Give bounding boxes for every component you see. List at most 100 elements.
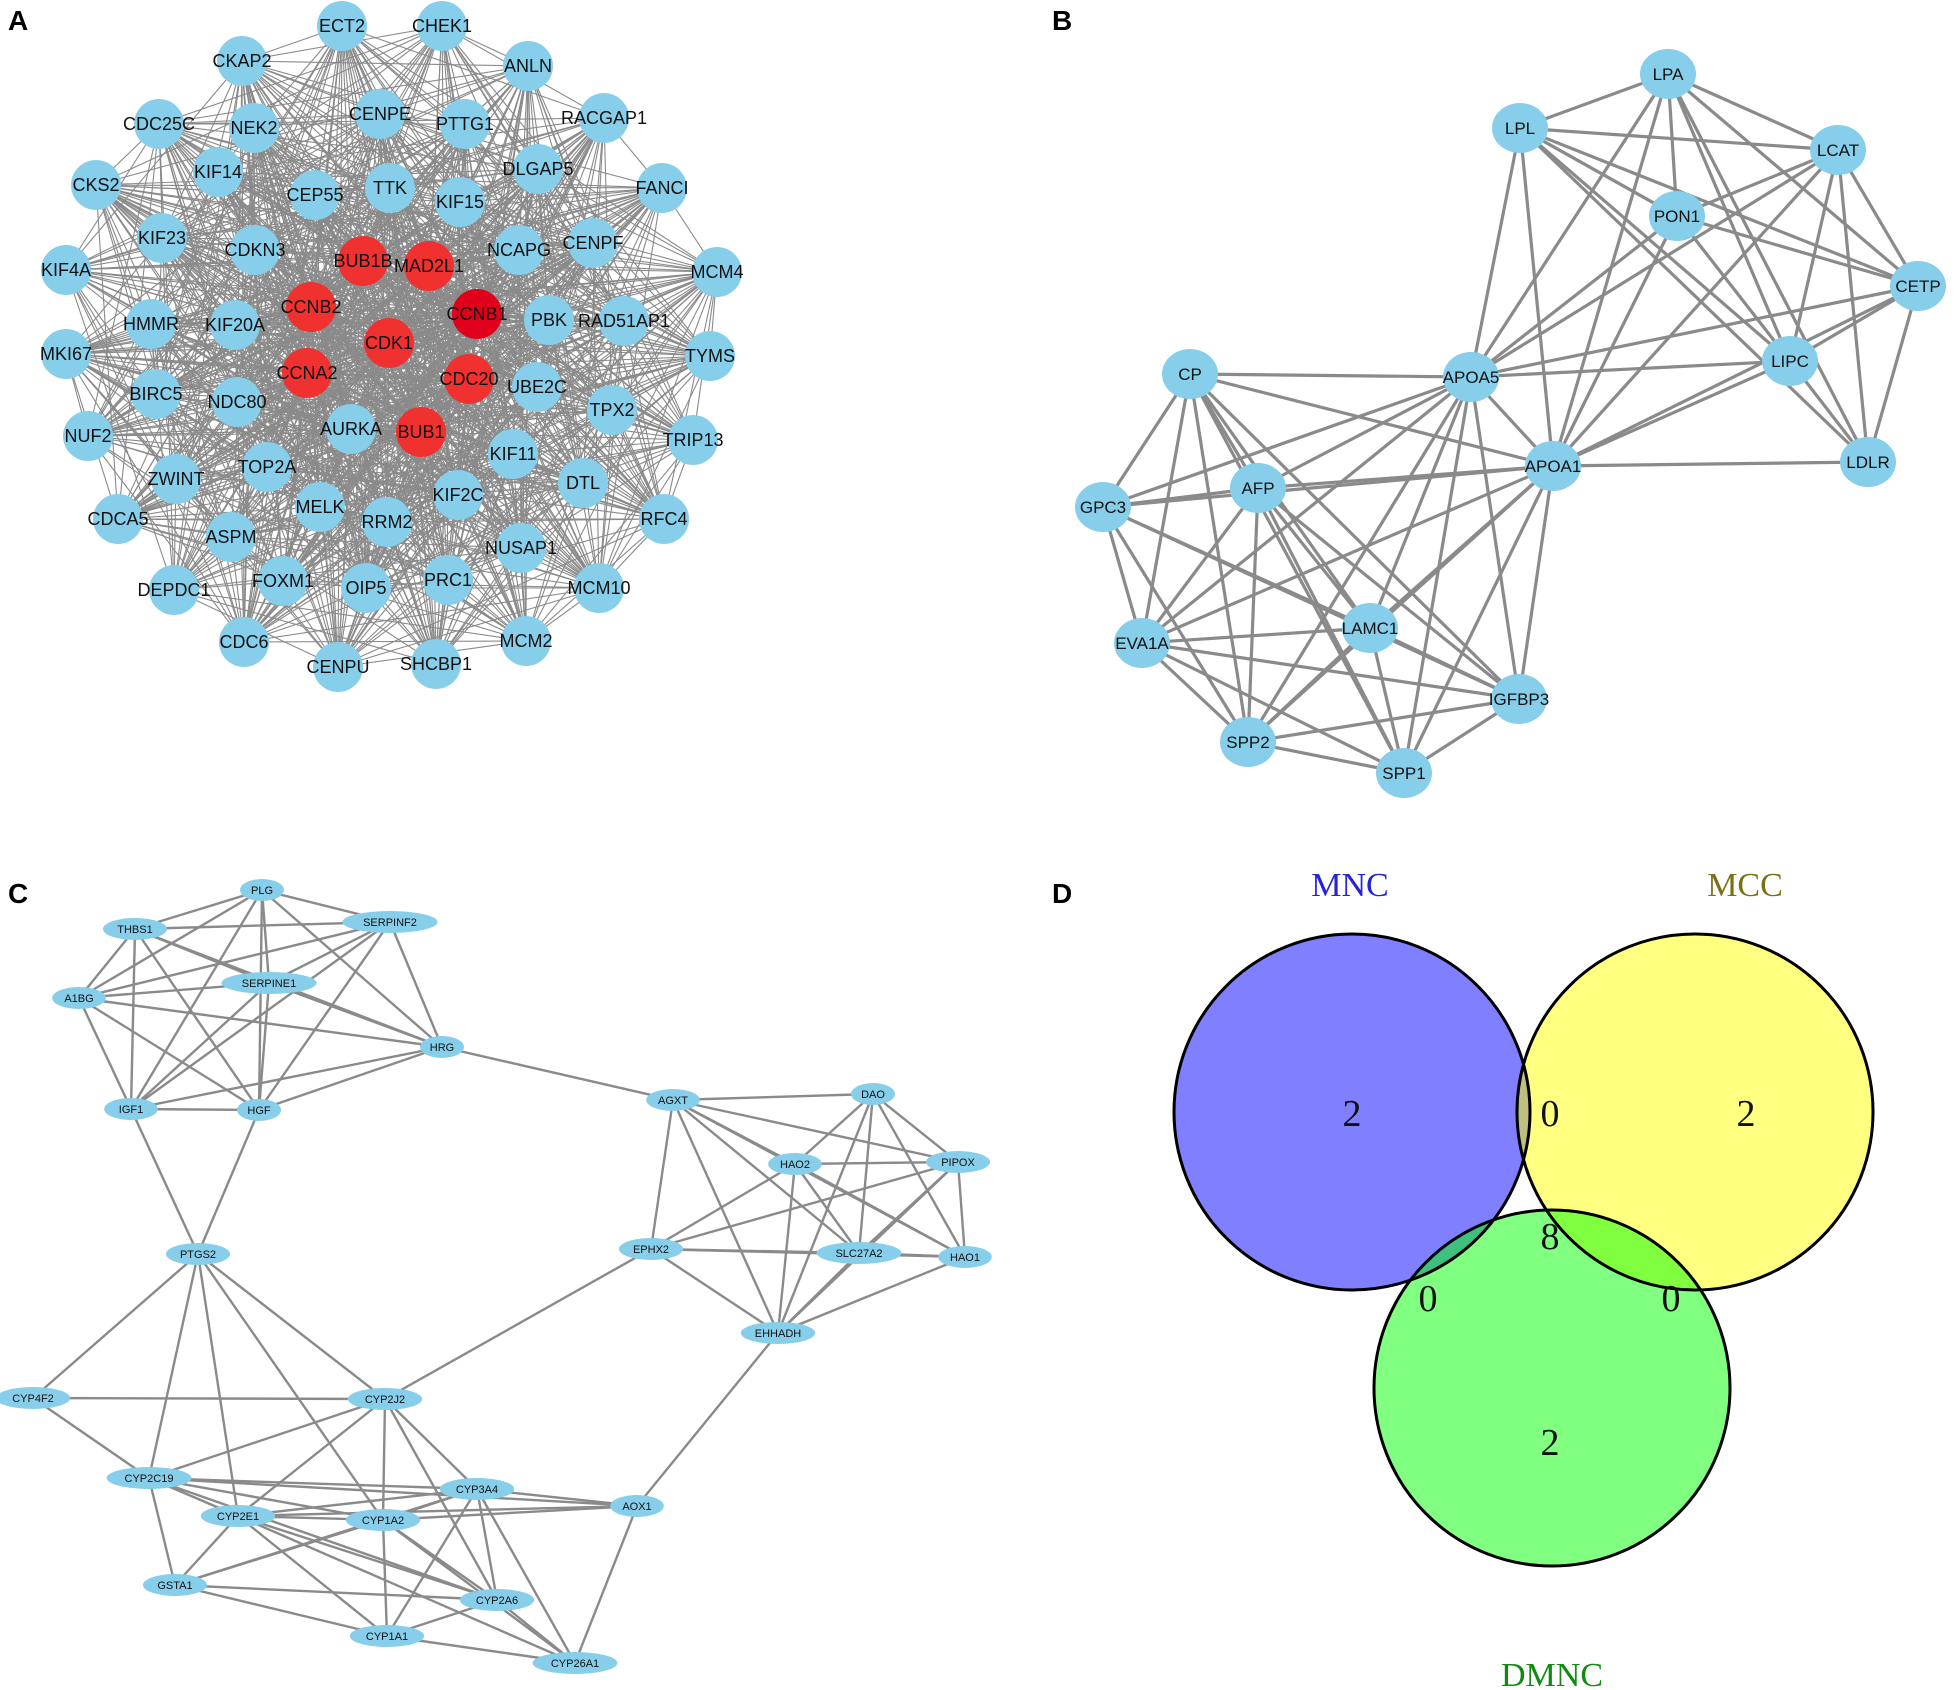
node-apoa1-label: APOA1 [1525, 457, 1582, 476]
node-dlgap5-circle [513, 144, 563, 194]
edge-anln-kif23 [161, 65, 529, 239]
edge-apoa1-igfbp3 [1517, 465, 1555, 700]
node-kif15-label: KIF15 [436, 192, 484, 212]
node-ccna2-circle [282, 348, 332, 398]
node-tyms: TYMS [685, 331, 735, 381]
node-depdc1-label: DEPDC1 [137, 580, 210, 600]
node-depdc1: DEPDC1 [137, 565, 211, 615]
edge-pon1-apoa5 [1470, 214, 1678, 379]
node-cdca5-label: CDCA5 [87, 509, 148, 529]
node-cyp3a4-ellipse [439, 1478, 515, 1500]
node-lpa-circle [1640, 49, 1696, 99]
edge-cyp2e1-cyp2a6 [237, 1514, 498, 1602]
node-igf1-ellipse [104, 1098, 158, 1120]
edge-racgap1-cep55 [314, 117, 605, 196]
node-cyp1a1-ellipse [349, 1625, 425, 1647]
edge-ncapg-aurka [350, 249, 520, 430]
node-aspm-label: ASPM [205, 527, 256, 547]
node-nek2-label: NEK2 [230, 118, 277, 138]
edge-hao2-hao1 [794, 1162, 966, 1259]
node-pbk-label: PBK [531, 310, 567, 330]
node-gpc3-circle [1075, 482, 1131, 532]
node-nuf2-circle [63, 411, 113, 461]
edge-anln-cdc25c [158, 65, 529, 125]
node-a1bg: A1BG [52, 987, 106, 1009]
edge-lpl-ldlr [1518, 126, 1870, 464]
edge-lpl-apoa5 [1469, 127, 1522, 378]
node-lpa-label: LPA [1653, 65, 1685, 84]
node-apoa5-label: APOA5 [1443, 368, 1500, 387]
node-trip13-label: TRIP13 [662, 430, 723, 450]
node-kif23-label: KIF23 [138, 228, 186, 248]
node-top2a: TOP2A [238, 442, 296, 492]
node-mki67-circle [41, 329, 91, 379]
node-dtl-label: DTL [566, 473, 600, 493]
node-pbk-circle [524, 295, 574, 345]
edge-cep55-prc1 [314, 194, 449, 581]
edge-aox1-cyp26a1 [573, 1505, 639, 1664]
node-ephx2-ellipse [619, 1238, 683, 1260]
node-cks2-circle [71, 160, 121, 210]
node-cyp4f2: CYP4F2 [0, 1387, 71, 1409]
node-cyp2c19-ellipse [106, 1467, 192, 1489]
node-spp2: SPP2 [1220, 717, 1276, 767]
node-mcm4: MCM4 [691, 247, 744, 297]
edge-dao-pipox [872, 1093, 959, 1163]
node-melk-circle [295, 482, 345, 532]
edge-ncapg-mcm4 [518, 249, 718, 273]
node-rad51ap1: RAD51AP1 [578, 296, 670, 346]
node-serpine1: SERPINE1 [221, 972, 317, 994]
node-cdkn3-label: CDKN3 [224, 240, 285, 260]
node-igfbp3-label: IGFBP3 [1489, 690, 1549, 709]
node-hao1: HAO1 [938, 1246, 992, 1268]
edge-agxt-pipox [672, 1098, 959, 1164]
node-cep55-label: CEP55 [286, 185, 343, 205]
edge-rad51ap1-top2a [266, 320, 625, 468]
node-apoa1-circle [1525, 441, 1581, 491]
edge-cyp2a6-cyp26a1 [496, 1599, 576, 1664]
node-ube2c-circle [512, 362, 562, 412]
edge-eva1a-spp1 [1141, 641, 1405, 775]
venn-outline-mnc [1172, 932, 1532, 1292]
node-shcbp1-label: SHCBP1 [400, 654, 472, 674]
node-cdc6-circle [219, 617, 269, 667]
node-cyp4f2-ellipse [0, 1387, 71, 1409]
node-cp-circle [1162, 349, 1218, 399]
node-plg: PLG [240, 879, 284, 901]
edge-nuf2-foxm1 [87, 435, 284, 582]
edge-cyp4f2-cyp2c19 [32, 1397, 150, 1479]
node-ndc80-circle [212, 377, 262, 427]
edge-cdc20-kif15 [459, 201, 470, 380]
node-cdc6: CDC6 [219, 617, 269, 667]
edge-kif14-birc5 [155, 171, 219, 395]
node-kif20a: KIF20A [205, 300, 265, 350]
edge-kif15-tyms [459, 201, 711, 357]
node-kif4a: KIF4A [41, 245, 91, 295]
edge-apoa5-gpc3 [1102, 375, 1472, 509]
node-dlgap5-label: DLGAP5 [502, 159, 573, 179]
node-kif4a-label: KIF4A [41, 260, 91, 280]
edge-ect2-cdca5 [117, 25, 343, 520]
node-cks2: CKS2 [71, 160, 121, 210]
node-pttg1: PTTG1 [436, 99, 494, 149]
node-aox1-label: AOX1 [622, 1501, 651, 1513]
node-cenpe-circle [355, 89, 405, 139]
node-cep55: CEP55 [286, 170, 344, 220]
edge-dlgap5-kif2c [457, 168, 539, 496]
node-gsta1-label: GSTA1 [157, 1580, 192, 1592]
node-lcat-label: LCAT [1817, 141, 1859, 160]
node-hgf: HGF [237, 1099, 281, 1121]
node-cdkn3-circle [230, 225, 280, 275]
edge-ube2c-rfc4 [536, 386, 665, 520]
edge-kif11-shcbp1 [435, 453, 514, 665]
node-mcm2-circle [501, 616, 551, 666]
node-ttk-label: TTK [373, 178, 407, 198]
edge-ephx2-ehhadh [650, 1247, 779, 1335]
panel-c-letter: C [8, 878, 28, 909]
edge-ttk-mki67 [65, 187, 391, 355]
edge-kif14-kif15 [217, 171, 461, 203]
node-dtl: DTL [558, 458, 608, 508]
edge-nuf2-cdc6 [87, 435, 245, 643]
node-hao1-ellipse [938, 1246, 992, 1268]
